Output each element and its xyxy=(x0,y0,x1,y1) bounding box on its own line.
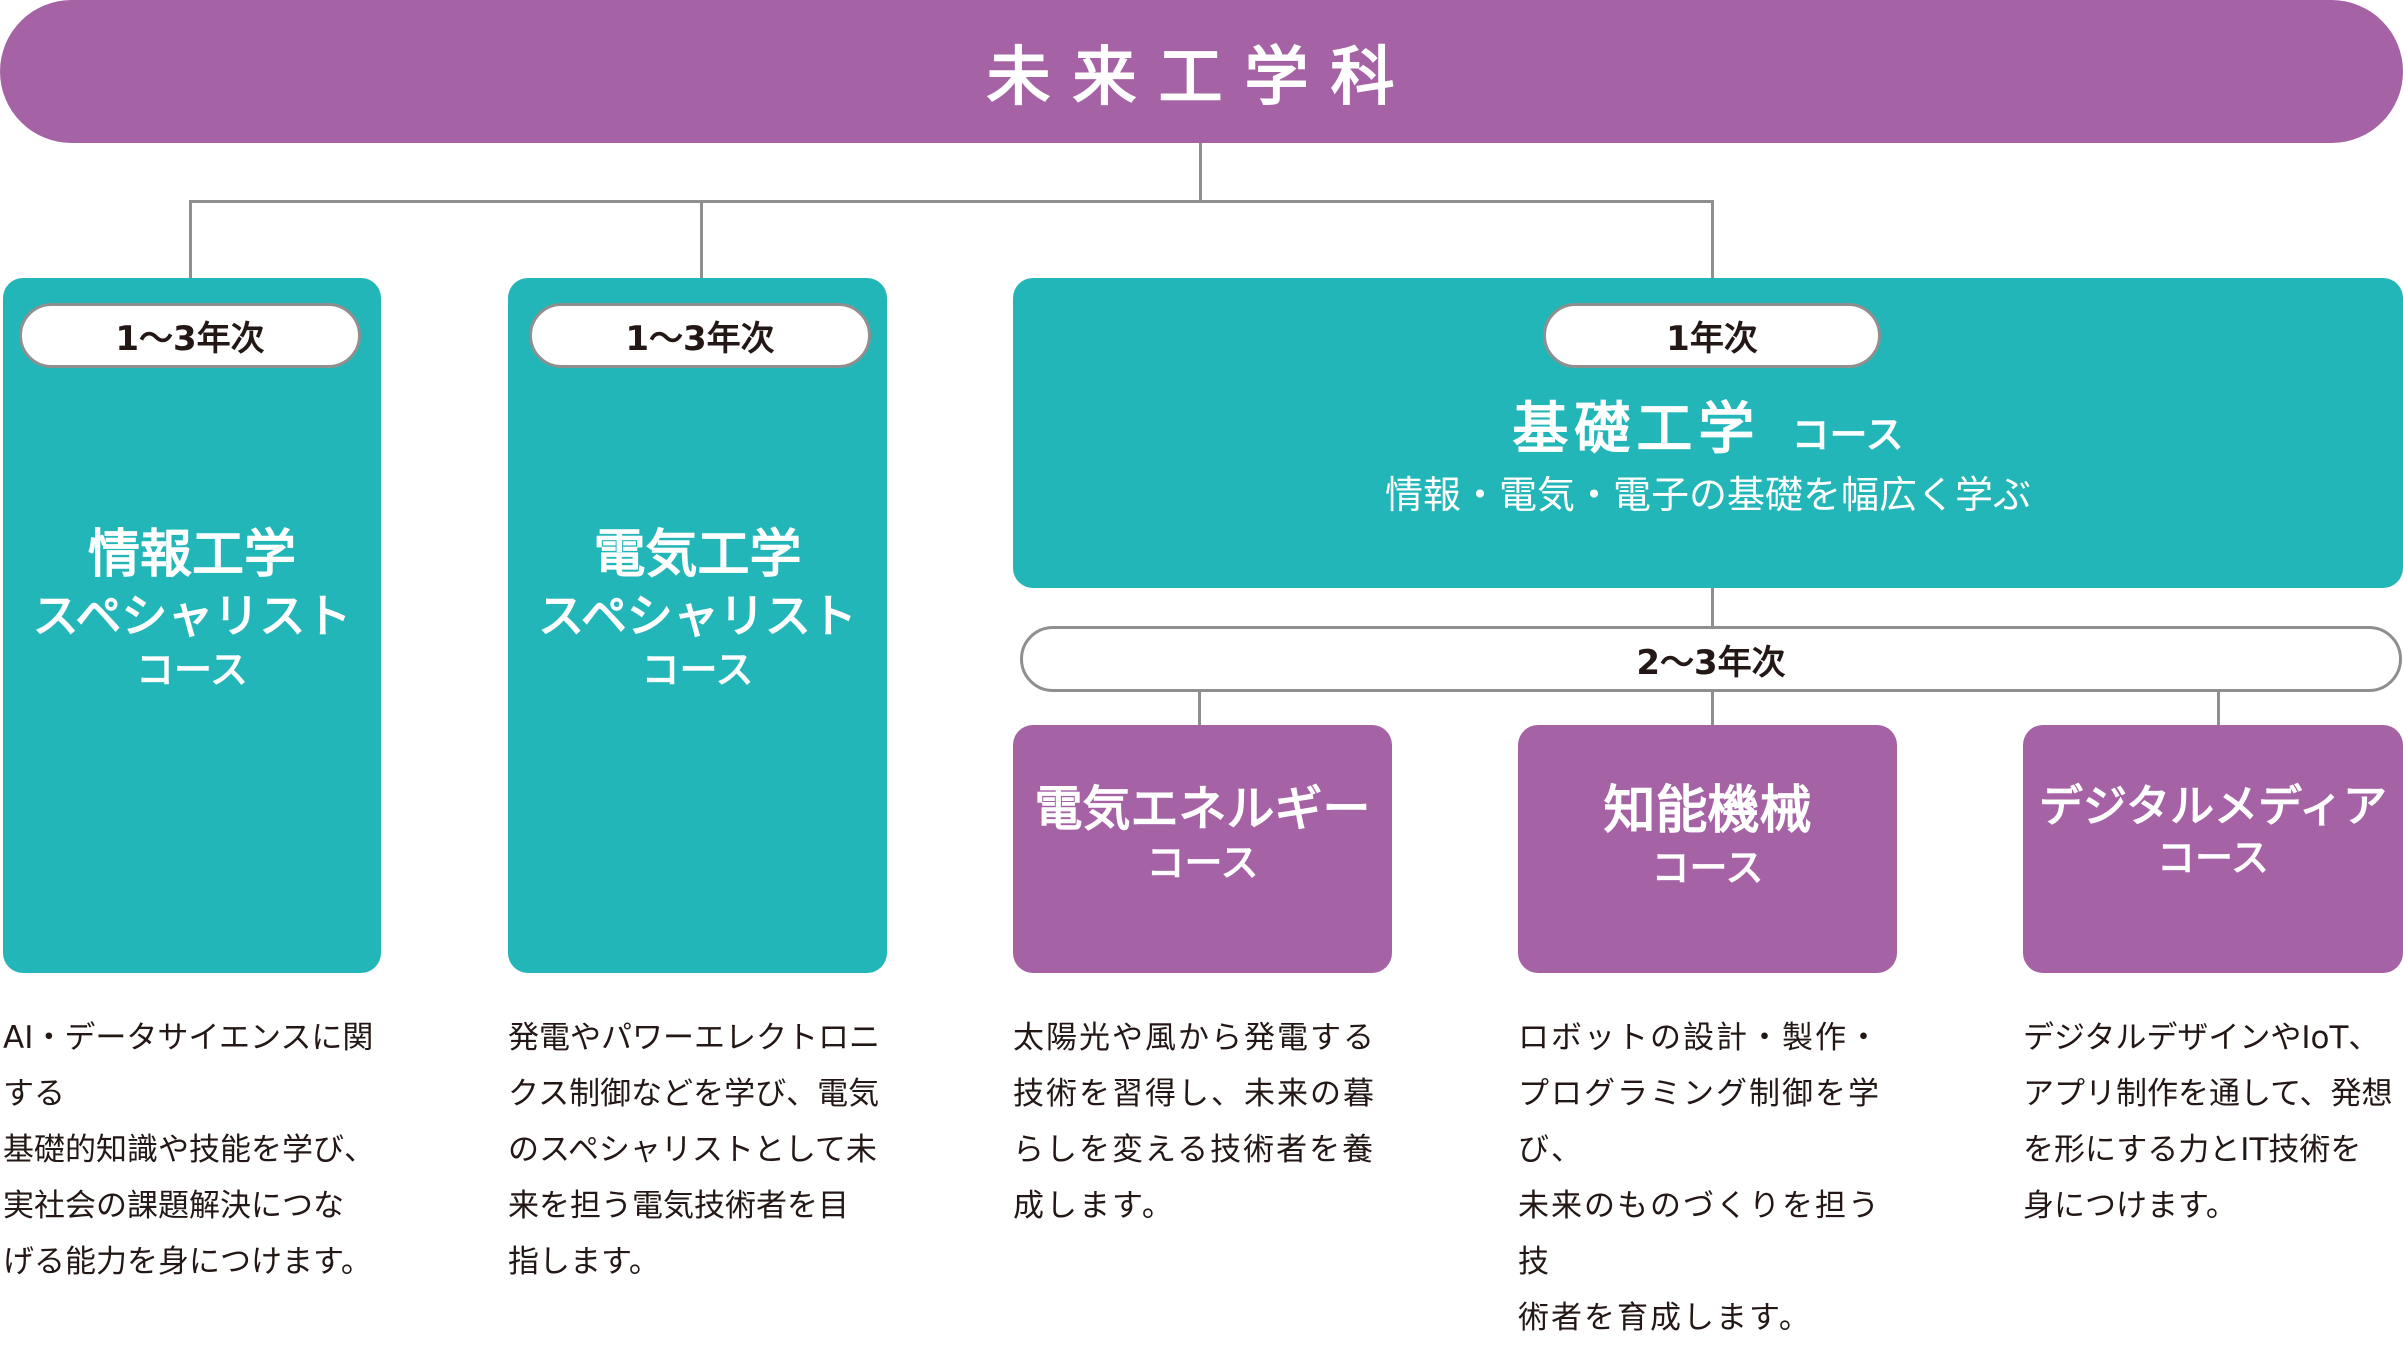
basic-course-label: コース xyxy=(1791,413,1904,457)
basic-course-description: 情報・電気・電子の基礎を幅広く学ぶ xyxy=(1384,473,2031,517)
course-label: コース xyxy=(135,647,249,692)
year-badge: 1年次 xyxy=(1543,303,1881,368)
course-card-basic-engineering: 1年次 基礎工学 コース 情報・電気・電子の基礎を幅広く学ぶ xyxy=(1013,278,2403,588)
course-description-electrical-energy: 太陽光や風から発電する 技術を習得し、未来の暮 らしを変える技術者を養 成します… xyxy=(1013,1020,1376,1224)
connector-basic-to-advanced xyxy=(1711,587,1714,627)
course-card-digital-media: デジタルメディア コース xyxy=(2023,725,2403,973)
course-subtitle: スペシャリスト xyxy=(32,589,352,643)
course-title: デジタルメディア xyxy=(2038,781,2388,832)
course-label: コース xyxy=(1146,841,1259,885)
advanced-year-badge: 2～3年次 xyxy=(1020,626,2402,692)
year-badge: 1～3年次 xyxy=(19,303,361,368)
course-title: 知能機械 xyxy=(1603,781,1812,841)
basic-course-title: 基礎工学 xyxy=(1512,397,1761,462)
course-title: 電気エネルギー xyxy=(1034,781,1371,837)
course-description-digital-media: デジタルデザインやIoT、 アプリ制作を通して、発想 を形にする力とIT技術を … xyxy=(2023,1020,2393,1224)
department-title: 未来工学科 xyxy=(986,40,1417,115)
connector-drop-1 xyxy=(189,200,192,278)
course-card-info-engineering: 1～3年次 情報工学 スペシャリスト コース xyxy=(3,278,381,973)
connector-horizontal xyxy=(189,200,1714,203)
course-description-electrical-engineering: 発電やパワーエレクトロニ クス制御などを学び、電気 のスペシャリストとして未 来… xyxy=(508,1020,880,1280)
connector-drop-2 xyxy=(700,200,703,278)
course-description-intelligent-machines: ロボットの設計・製作・ プログラミング制御を学び、 未来のものづくりを担う技 術… xyxy=(1518,1020,1881,1336)
connector-drop-3 xyxy=(1711,200,1714,278)
course-label: コース xyxy=(641,647,754,692)
department-banner: 未来工学科 xyxy=(0,0,2403,143)
course-subtitle: スペシャリスト xyxy=(538,589,857,643)
course-card-intelligent-machines: 知能機械 コース xyxy=(1518,725,1897,973)
course-description-info-engineering: AI・データサイエンスに関する 基礎的知識や技能を学び、 実社会の課題解決につな… xyxy=(3,1020,375,1280)
course-card-electrical-energy: 電気エネルギー コース xyxy=(1013,725,1392,973)
connector-trunk xyxy=(1199,143,1202,202)
course-card-electrical-engineering: 1～3年次 電気工学 スペシャリスト コース xyxy=(508,278,887,973)
connector-adv-3 xyxy=(2217,690,2220,725)
course-label: コース xyxy=(1651,846,1764,890)
course-title: 情報工学 xyxy=(87,525,296,585)
year-badge: 1～3年次 xyxy=(529,303,871,368)
course-title: 電気工学 xyxy=(593,525,802,585)
course-label: コース xyxy=(2156,836,2270,880)
connector-adv-1 xyxy=(1198,690,1201,725)
connector-adv-2 xyxy=(1711,690,1714,725)
